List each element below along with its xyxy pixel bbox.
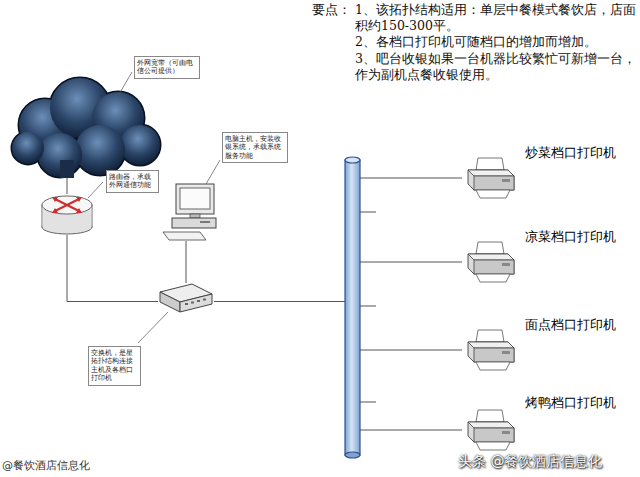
cloud-shape bbox=[12, 78, 160, 177]
leader-line bbox=[138, 312, 168, 343]
switch-icon bbox=[185, 303, 188, 305]
network-cable bbox=[214, 178, 462, 302]
network-bus bbox=[360, 402, 376, 403]
network-bus bbox=[345, 160, 360, 455]
router-icon bbox=[76, 197, 82, 202]
cloud-shape bbox=[12, 78, 160, 177]
network-bus bbox=[345, 157, 360, 163]
callout-text: 路由器，承载外网通信功能 bbox=[106, 170, 159, 193]
cloud-shape bbox=[12, 78, 160, 178]
printer-icon bbox=[468, 410, 514, 450]
callout-text: 电脑主机，安装收银系统，承载系统服务功能 bbox=[222, 132, 288, 163]
printer-icon bbox=[468, 242, 514, 282]
watermark: 头条 @餐饮酒店信息化 bbox=[458, 453, 636, 471]
cloud-shape bbox=[75, 125, 125, 175]
network-bus bbox=[345, 452, 360, 458]
cloud-shape bbox=[75, 125, 125, 175]
computer-icon bbox=[163, 232, 206, 240]
note-text: 2、各档口打印机可随档口的增加而增加。 bbox=[355, 34, 637, 50]
watermark: @餐饮酒店信息化 bbox=[2, 458, 142, 473]
network-bus bbox=[360, 212, 376, 213]
cloud-shape bbox=[120, 125, 160, 165]
printer-node: 凉菜档口打印机 bbox=[462, 240, 518, 284]
router-icon bbox=[52, 197, 82, 213]
network-cable bbox=[214, 302, 462, 431]
leader-line bbox=[206, 160, 220, 184]
network-cable bbox=[67, 178, 68, 194]
printer-icon bbox=[468, 330, 514, 370]
switch-icon bbox=[197, 300, 200, 302]
leader-line bbox=[88, 182, 103, 198]
computer-icon bbox=[163, 184, 216, 240]
leader-line bbox=[118, 72, 132, 96]
printer-node: 烤鸭档口打印机 bbox=[462, 408, 518, 452]
switch-icon bbox=[160, 292, 180, 312]
computer-icon bbox=[190, 214, 200, 218]
router-icon bbox=[42, 196, 92, 214]
printer-node: 面点档口打印机 bbox=[462, 328, 518, 372]
network-bus bbox=[360, 306, 376, 307]
notes-heading: 要点： bbox=[312, 2, 356, 18]
network-cable bbox=[67, 235, 158, 302]
callout-text: 外网宽带（可由电信公司提供） bbox=[134, 56, 200, 79]
cloud-shape bbox=[12, 132, 44, 164]
network-cable bbox=[214, 262, 462, 302]
router-icon bbox=[76, 208, 82, 213]
switch-icon bbox=[185, 299, 206, 306]
network-bus bbox=[345, 157, 376, 458]
note-text: 3、吧台收银如果一台机器比较繁忙可新增一台，作为副机点餐收银使用。 bbox=[355, 51, 637, 82]
printer-label: 面点档口打印机 bbox=[525, 317, 616, 333]
cloud-shape bbox=[12, 132, 44, 164]
network-cable bbox=[214, 302, 462, 351]
router-icon bbox=[52, 208, 58, 213]
printer-label: 炒菜档口打印机 bbox=[525, 145, 616, 161]
printer-icon bbox=[468, 158, 514, 450]
printer-label: 凉菜档口打印机 bbox=[525, 229, 616, 245]
device-node: 交换机，是星拓扑结构连接主机及各档口打印机 bbox=[158, 283, 214, 314]
printer-node: 炒菜档口打印机 bbox=[462, 156, 518, 200]
switch-icon bbox=[203, 299, 206, 301]
device-node: 外网宽带（可由电信公司提供） bbox=[12, 80, 162, 178]
printer-label: 烤鸭档口打印机 bbox=[525, 395, 616, 411]
device-node: 电脑主机，安装收银系统，承载系统服务功能 bbox=[162, 183, 216, 241]
computer-icon bbox=[180, 188, 210, 209]
cloud-shape bbox=[60, 160, 74, 178]
network-bus bbox=[360, 212, 376, 402]
router-icon bbox=[55, 199, 79, 211]
switch-icon bbox=[180, 294, 212, 312]
cloud-shape bbox=[120, 125, 160, 165]
computer-icon bbox=[172, 218, 216, 228]
router-icon bbox=[52, 197, 58, 202]
cloud-shape bbox=[38, 133, 82, 177]
computer-icon bbox=[176, 184, 214, 214]
router-icon bbox=[55, 199, 79, 211]
note-text: 1、该拓扑结构适用：单层中餐模式餐饮店，店面积约150-300平。 bbox=[355, 2, 637, 33]
computer-icon bbox=[200, 221, 210, 223]
switch-icon bbox=[160, 284, 212, 312]
printer-icon bbox=[468, 158, 514, 198]
switch-icon bbox=[191, 302, 194, 304]
router-icon bbox=[42, 196, 92, 234]
router-icon bbox=[55, 199, 79, 211]
cloud-shape bbox=[38, 133, 82, 177]
device-node: 路由器，承载外网通信功能 bbox=[42, 194, 92, 235]
callout-text: 交换机，是星拓扑结构连接主机及各档口打印机 bbox=[88, 346, 141, 386]
network-cable bbox=[186, 241, 187, 283]
